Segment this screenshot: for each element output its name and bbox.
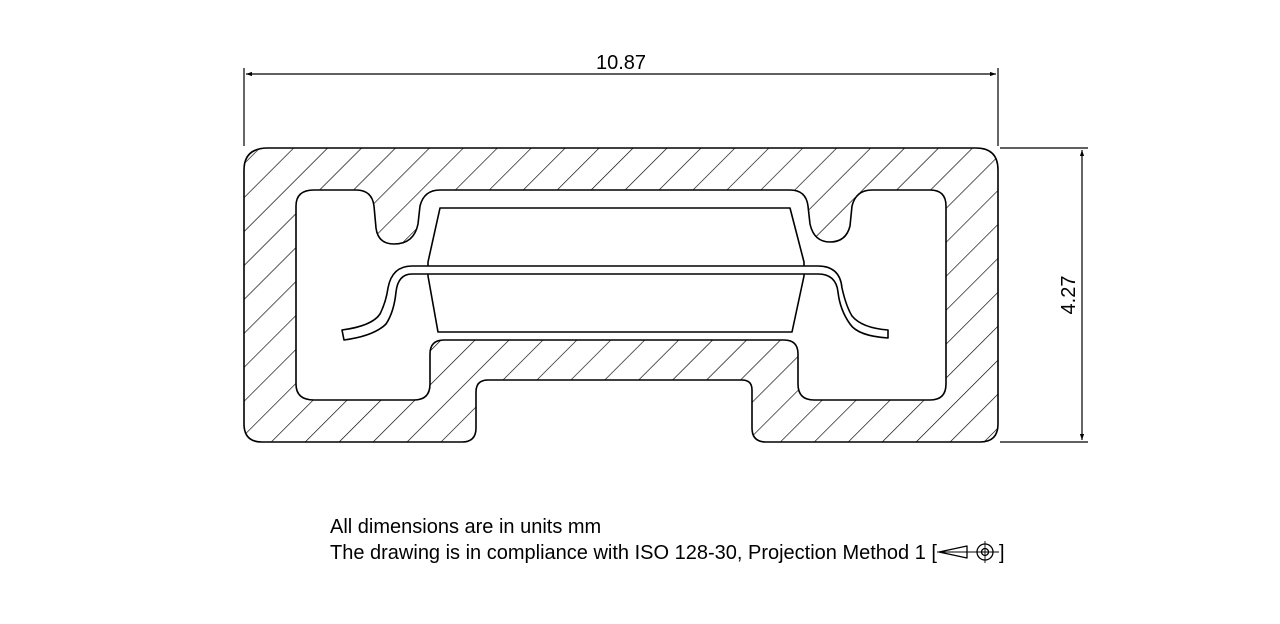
- height-dimension: 4.27: [1000, 147, 1088, 443]
- component-leads: [341, 265, 889, 341]
- compliance-note: The drawing is in compliance with ISO 12…: [330, 540, 1005, 570]
- drawing-notes: All dimensions are in units mm The drawi…: [330, 514, 1005, 570]
- compliance-note-end: ]: [998, 542, 1005, 564]
- height-dimension-label: 4.27: [1058, 276, 1080, 315]
- first-angle-projection-icon: [936, 541, 999, 570]
- width-dimension-label: 10.87: [596, 52, 646, 74]
- tape-cross-section: [243, 147, 999, 443]
- units-note: All dimensions are in units mm: [330, 516, 602, 538]
- compliance-note-text: The drawing is in compliance with ISO 12…: [330, 542, 937, 564]
- width-dimension: 10.87: [243, 52, 999, 146]
